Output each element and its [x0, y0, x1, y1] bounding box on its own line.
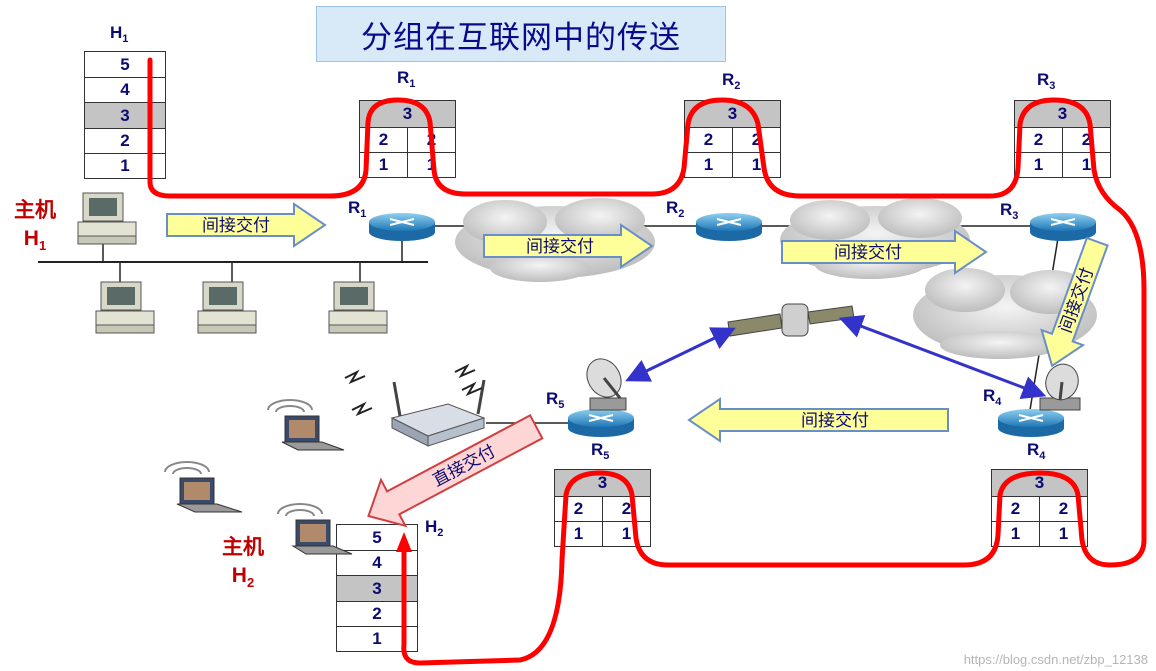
satellite-dish-icon	[1039, 363, 1081, 411]
layer-2-cell: 2	[360, 127, 407, 152]
r2-stack-label: R2	[722, 70, 741, 92]
packet-path-line	[147, 57, 1147, 666]
layer-2-cell: 2	[337, 601, 417, 626]
satellite-icon	[727, 303, 855, 337]
h1-stack-label: H1	[110, 23, 129, 45]
layer-2-cell: 2	[685, 127, 732, 152]
host-h1-label: 主机 H1	[14, 199, 56, 253]
indirect-delivery-arrow: 间接交付	[166, 202, 327, 248]
router-icon	[696, 213, 762, 241]
cloud-icon	[780, 198, 970, 279]
layer-1-cell: 1	[1015, 152, 1062, 177]
desktop-computer-icon	[197, 281, 257, 334]
desktop-computer-icon	[328, 281, 388, 334]
r5-stack-label: R5	[591, 440, 610, 462]
layer-4-cell: 4	[85, 77, 165, 102]
satellite-dish-icon	[586, 358, 627, 411]
desktop-computer-icon	[77, 192, 137, 245]
r3-protocol-stack: 3 2 2 1 1	[1014, 100, 1111, 178]
r1-stack-label: R1	[397, 68, 416, 90]
laptop-icon	[267, 399, 345, 451]
r3-device-label: R3	[1000, 200, 1019, 222]
layer-1-cell: 1	[1039, 521, 1087, 546]
r3-stack-label: R3	[1037, 70, 1056, 92]
layer-1-cell: 1	[337, 626, 417, 651]
layer-2-cell: 2	[1062, 127, 1110, 152]
layer-1-cell: 1	[685, 152, 732, 177]
layer-4-cell: 4	[337, 550, 417, 575]
r2-device-label: R2	[666, 198, 685, 220]
layer-2-cell: 2	[85, 128, 165, 153]
r5-device-label: R5	[546, 389, 565, 411]
router-icon	[369, 213, 435, 241]
r2-protocol-stack: 3 2 2 1 1	[684, 100, 781, 178]
host-h2-label: 主机 H2	[222, 536, 264, 590]
h2-stack-label: H2	[425, 517, 444, 539]
layer-2-cell: 2	[602, 496, 650, 521]
layer-1-cell: 1	[602, 521, 650, 546]
svg-text:间接交付: 间接交付	[202, 216, 270, 236]
layer-2-cell: 2	[1015, 127, 1062, 152]
satellite-link-arrow	[625, 327, 736, 382]
layer-5-cell: 5	[372, 527, 382, 547]
title-box: 分组在互联网中的传送	[316, 6, 726, 62]
laptop-icon	[277, 503, 353, 555]
diagram-title: 分组在互联网中的传送	[361, 19, 681, 56]
satellite-link-arrow	[838, 315, 1047, 399]
layer-1-cell: 1	[555, 521, 602, 546]
layer-1-cell: 1	[1062, 152, 1110, 177]
router-icon	[998, 409, 1064, 437]
packet-arrowhead	[396, 532, 412, 552]
indirect-delivery-arrow: 间接交付	[483, 223, 654, 269]
router-icon	[1030, 213, 1096, 241]
r4-stack-label: R4	[1027, 440, 1046, 462]
layer-2-cell: 2	[992, 496, 1039, 521]
layer-2-cell: 2	[1039, 496, 1087, 521]
indirect-delivery-arrow: 间接交付	[781, 229, 988, 275]
layer-2-cell: 2	[555, 496, 602, 521]
layer-1-cell: 1	[360, 152, 407, 177]
layer-5-cell: 5	[120, 54, 130, 74]
svg-text:间接交付: 间接交付	[801, 411, 869, 431]
indirect-delivery-arrow: 间接交付	[687, 397, 949, 443]
r1-device-label: R1	[348, 198, 367, 220]
layer-1-cell: 1	[992, 521, 1039, 546]
laptop-icon	[164, 461, 243, 513]
svg-text:间接交付: 间接交付	[834, 243, 902, 263]
layer-1-cell: 1	[732, 152, 780, 177]
router-icon	[568, 409, 634, 437]
svg-text:间接交付: 间接交付	[526, 237, 594, 257]
desktop-computer-icon	[95, 281, 155, 334]
layer-1-cell: 1	[85, 153, 165, 178]
wireless-access-point-icon	[344, 363, 486, 447]
watermark: https://blog.csdn.net/zbp_12138	[963, 652, 1148, 667]
